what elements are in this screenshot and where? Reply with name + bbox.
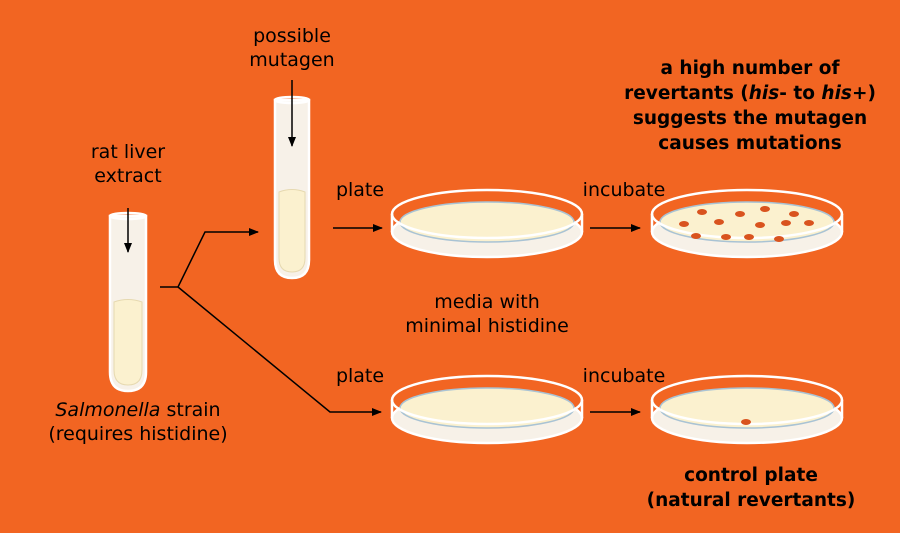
colony	[781, 220, 791, 226]
label-rat-liver-extract: rat liver extract	[90, 141, 166, 187]
label-plate-top: plate	[335, 179, 385, 201]
arrow-split-lower	[177, 286, 382, 416]
arrow-split-upper	[160, 228, 259, 288]
label-incubate-top: incubate	[582, 179, 666, 201]
colony	[760, 206, 770, 212]
colony	[714, 219, 724, 225]
petri-dish-control	[650, 374, 844, 445]
colonies-many	[679, 206, 814, 242]
colony	[691, 233, 701, 239]
petri-dish-bottom-middle	[390, 374, 584, 445]
colony	[744, 234, 754, 240]
label-possible-mutagen: possible mutagen	[249, 25, 335, 71]
petri-dish-mutagen-result	[650, 188, 844, 259]
colony	[741, 419, 751, 425]
colony	[774, 236, 784, 242]
label-media: media with minimal histidine	[405, 291, 569, 337]
colony	[755, 222, 765, 228]
label-incubate-bottom: incubate	[582, 365, 666, 387]
colony	[697, 209, 707, 215]
colony	[804, 220, 814, 226]
colony	[679, 221, 689, 227]
colony	[721, 234, 731, 240]
label-plate-bottom: plate	[335, 365, 385, 387]
colony	[735, 211, 745, 217]
colony	[789, 211, 799, 217]
label-result-control: control plate (natural revertants)	[646, 465, 856, 511]
label-salmonella-strain: Salmonella strain (requires histidine)	[48, 399, 228, 445]
label-result-mutagen: a high number of revertants (his- to his…	[624, 58, 876, 154]
petri-dish-top-middle	[390, 188, 584, 259]
salmonella-test-tube	[108, 211, 148, 393]
